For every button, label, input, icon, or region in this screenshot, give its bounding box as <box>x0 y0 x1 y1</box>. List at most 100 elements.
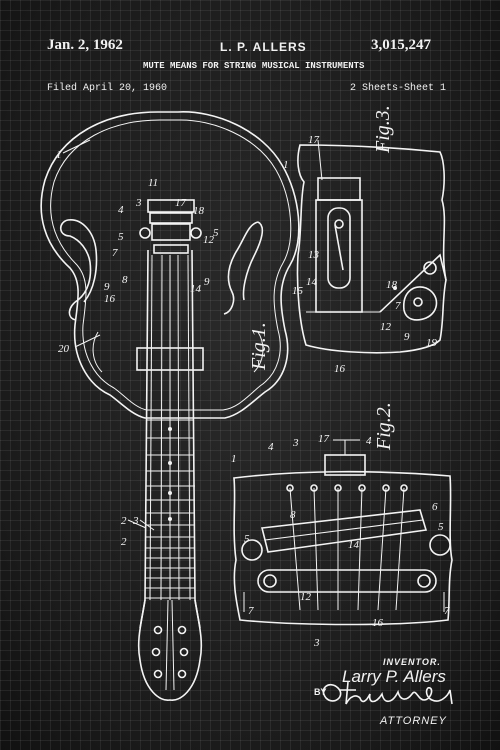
fig2-mute-bar-inner <box>264 519 424 541</box>
fig3-outline <box>296 144 447 354</box>
f-hole-right <box>223 221 264 315</box>
svg-text:15: 15 <box>292 285 304 297</box>
svg-text:12: 12 <box>380 321 392 333</box>
svg-text:17: 17 <box>175 197 187 209</box>
svg-text:11: 11 <box>148 177 158 189</box>
f-hole-left <box>59 219 98 321</box>
svg-text:16: 16 <box>372 617 384 629</box>
fig3-lever <box>334 224 344 271</box>
svg-text:3: 3 <box>132 515 139 527</box>
fig3-mute-bar <box>317 177 361 201</box>
svg-text:6: 6 <box>432 501 438 513</box>
svg-text:4: 4 <box>268 441 274 453</box>
tuning-peg <box>151 647 161 657</box>
tuning-peg <box>177 625 187 635</box>
svg-text:9: 9 <box>104 281 110 293</box>
bridge-knob-left <box>139 227 151 239</box>
fig2-drawing: 1 4 3 17 4 6 5 5 8 12 14 16 7 7 3 Fig.2. <box>231 402 453 649</box>
tailpiece <box>153 244 189 254</box>
string <box>187 254 191 601</box>
string <box>149 254 153 601</box>
fig2-saddles <box>286 484 408 492</box>
svg-text:7: 7 <box>112 247 118 259</box>
bridge-knob-right <box>190 227 202 239</box>
bridge-assembly <box>151 223 191 241</box>
svg-text:14: 14 <box>306 276 318 288</box>
fig3-wedge <box>379 253 447 313</box>
inventor-header: L. P. ALLERS <box>220 40 307 54</box>
fig2-strings <box>289 487 405 611</box>
fig2-mount <box>243 592 445 612</box>
guitar-body-outline <box>40 111 300 419</box>
fig2-label: Fig.2. <box>373 402 395 451</box>
patent-date: Jan. 2, 1962 <box>47 37 123 53</box>
svg-text:7: 7 <box>395 300 401 312</box>
fig3-mute-housing <box>315 199 363 313</box>
fig2-tailpiece-end <box>263 574 277 588</box>
inventor-signature: Larry P. Allers <box>342 667 446 686</box>
patent-number: 3,015,247 <box>371 37 431 53</box>
svg-text:8: 8 <box>122 274 128 286</box>
svg-text:3: 3 <box>292 437 299 449</box>
fig2-knob-left <box>241 539 263 561</box>
svg-text:16: 16 <box>104 293 116 305</box>
fig3-screw <box>423 261 437 275</box>
inventor-label: INVENTOR. <box>383 657 441 667</box>
frets <box>145 419 195 599</box>
headstock-strings <box>165 599 175 691</box>
svg-text:5: 5 <box>213 227 219 239</box>
svg-text:1: 1 <box>231 453 237 465</box>
tuning-peg <box>153 625 163 635</box>
fig1-label: Fig.1. <box>248 322 270 371</box>
fret-marker <box>168 427 172 431</box>
svg-text:3: 3 <box>313 637 320 649</box>
fig3-slot <box>327 207 351 289</box>
fig3-drawing: 17 1 13 14 15 18 7 12 9 19 16 Fig.3. Fig… <box>248 105 447 375</box>
fig2-tailpiece <box>257 569 437 593</box>
svg-text:9: 9 <box>404 331 410 343</box>
guitar-body-binding <box>50 119 292 411</box>
fig3-reference-numerals: 17 1 13 14 15 18 7 12 9 19 16 <box>283 134 438 375</box>
svg-text:7: 7 <box>444 605 450 617</box>
svg-text:12: 12 <box>300 591 312 603</box>
patent-title: MUTE MEANS FOR STRING MUSICAL INSTRUMENT… <box>143 61 365 71</box>
tuning-peg <box>153 669 163 679</box>
svg-text:17: 17 <box>318 433 330 445</box>
svg-text:3: 3 <box>135 197 142 209</box>
svg-text:5: 5 <box>438 521 444 533</box>
svg-text:13: 13 <box>308 249 320 261</box>
fig3-cam <box>403 286 438 321</box>
sheet-count: 2 Sheets-Sheet 1 <box>350 83 447 94</box>
string <box>160 254 163 601</box>
svg-text:18: 18 <box>193 205 205 217</box>
svg-text:1: 1 <box>283 159 289 171</box>
svg-text:17: 17 <box>308 134 320 146</box>
svg-text:2: 2 <box>121 515 127 527</box>
string <box>177 254 180 601</box>
svg-text:14: 14 <box>348 539 360 551</box>
fig3-label: Fig.3. <box>372 105 394 154</box>
svg-text:12: 12 <box>203 234 215 246</box>
attorney-label: ATTORNEY <box>380 715 447 727</box>
svg-text:8: 8 <box>290 509 296 521</box>
svg-text:16: 16 <box>334 363 346 375</box>
svg-text:19: 19 <box>426 337 438 349</box>
fret-marker <box>168 461 172 465</box>
guitar-reference-numerals: 1 11 4 3 17 18 5 7 12 5 9 8 16 14 9 20 2… <box>56 139 219 548</box>
fig2-outline <box>233 470 453 626</box>
by-label: BY <box>314 687 327 697</box>
svg-text:5: 5 <box>118 231 124 243</box>
attorney-signature <box>322 681 453 705</box>
mute-bar <box>149 212 193 224</box>
svg-text:20: 20 <box>58 343 70 355</box>
fig2-tailpiece-end <box>417 574 431 588</box>
fig2-mute-bar <box>261 509 428 553</box>
fig3-cam-pin <box>413 297 423 307</box>
svg-text:14: 14 <box>190 283 202 295</box>
mute-housing <box>147 199 195 213</box>
tuning-peg <box>177 669 187 679</box>
svg-text:7: 7 <box>248 605 254 617</box>
svg-text:4: 4 <box>366 435 372 447</box>
